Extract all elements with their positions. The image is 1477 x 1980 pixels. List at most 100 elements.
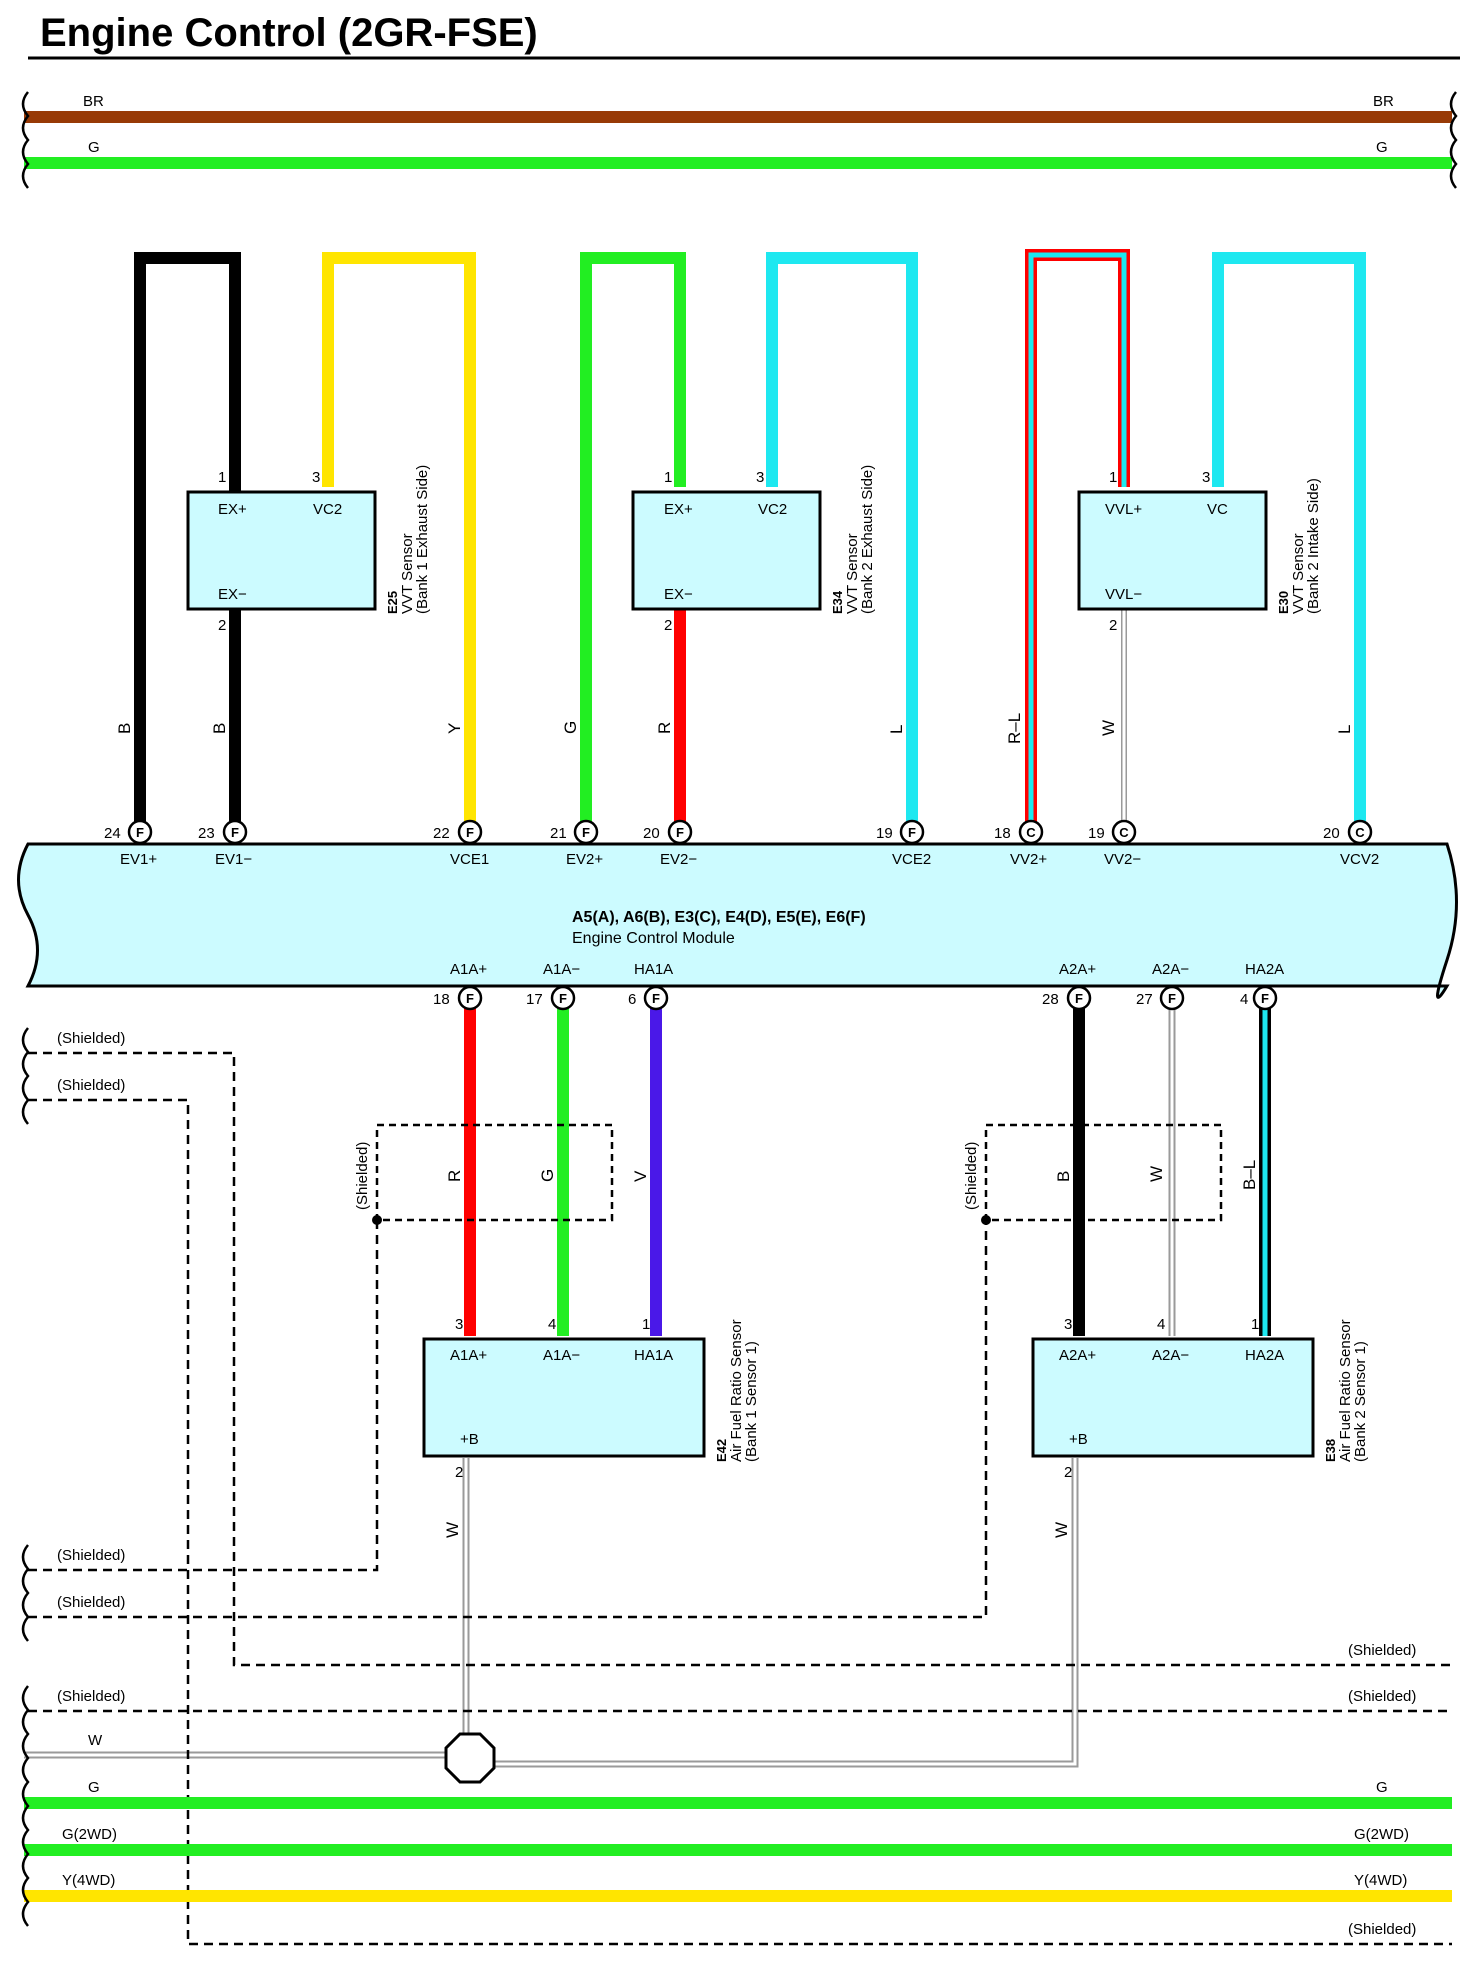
ecm-pin-a2a-minus: F 27 A2A− (1136, 961, 1189, 1011)
connector-letter: F (1261, 991, 1269, 1006)
pin-number: 20 (643, 825, 660, 842)
vv2-plus-wire-core (1028, 252, 1127, 825)
lower-break-marks (21, 1027, 30, 1927)
sensor-name: Air Fuel Ratio Sensor (1337, 1319, 1354, 1462)
vvt-sensor-e34: EX+ VC2 EX− 1 3 2 E34 VVT Sensor (Bank 2… (631, 465, 876, 634)
pin-number: 1 (642, 1316, 650, 1333)
wire-tag-vv2-plus: R–L (1005, 713, 1024, 744)
left-break-mark (21, 91, 30, 189)
upper-wires (134, 249, 1366, 825)
plus-b-wires: W W W (24, 1458, 1079, 1784)
ecm-pin-vv2-minus: C 19 VV2− (1088, 819, 1141, 868)
pin-label: HA2A (1245, 961, 1284, 978)
pin-label: EV1+ (120, 851, 157, 868)
sensor-box (1031, 1337, 1315, 1458)
pin-number: 1 (1251, 1316, 1259, 1333)
lower-wire-tags: R G V B W B–L (445, 1160, 1259, 1190)
pin-number: 18 (433, 991, 450, 1008)
wire-tag-a1a-plus: R (445, 1170, 464, 1182)
pin-number: 3 (312, 469, 320, 486)
sensor-code: E38 (1323, 1439, 1338, 1462)
ecm-pin-a1a-minus: F 17 A1A− (526, 961, 580, 1011)
pin-number: 23 (198, 825, 215, 842)
pin-label: VC2 (758, 501, 787, 518)
ecm-top-pins: F 24 EV1+ F 23 EV1− F 22 VCE1 F 21 EV2+ … (104, 819, 1379, 868)
ecm-name: Engine Control Module (572, 930, 735, 947)
shield-box-bank1 (375, 1123, 614, 1222)
ecm-pin-vce2: F 19 VCE2 (876, 819, 931, 868)
shielded-label: (Shielded) (57, 1688, 125, 1705)
connector-letter: C (1119, 825, 1129, 840)
br-bus-right-label: BR (1373, 93, 1394, 110)
g2wd-left-label: G(2WD) (62, 1826, 117, 1843)
pin-label: +B (460, 1431, 479, 1448)
pin-number: 2 (455, 1464, 463, 1481)
pin-label: HA2A (1245, 1347, 1284, 1364)
pin-label: EV2− (660, 851, 697, 868)
g-bus-left-label: G (88, 139, 100, 156)
pin-number: 22 (433, 825, 450, 842)
pin-number: 1 (218, 469, 226, 486)
vce2-wire (766, 252, 918, 825)
g2wd-right-label: G(2WD) (1354, 1826, 1409, 1843)
pin-label: EV2+ (566, 851, 603, 868)
g-right-label: G (1376, 1779, 1388, 1796)
diagram-title: Engine Control (2GR-FSE) (40, 11, 538, 55)
ecm-pin-ha1a: F 6 HA1A (628, 961, 673, 1011)
sensor-code: E25 (385, 591, 400, 614)
shield-label-bank1: (Shielded) (354, 1142, 371, 1210)
g-bus-right-label: G (1376, 139, 1388, 156)
ecm-body (17, 842, 1458, 999)
connector-letter: F (676, 825, 684, 840)
pin-label: VV2− (1104, 851, 1141, 868)
sensor-name: VVT Sensor (1290, 533, 1307, 614)
pin-number: 6 (628, 991, 636, 1008)
vvt-sensor-e30: VVL+ VC VVL− 1 3 2 E30 VVT Sensor (Bank … (1077, 469, 1322, 634)
ecm-pin-ha2a: F 4 HA2A (1240, 961, 1284, 1011)
af-sensor-e42: A1A+ A1A− HA1A +B 3 4 1 2 E42 Air Fuel R… (422, 1316, 760, 1481)
pin-label: VCE2 (892, 851, 931, 868)
pin-number: 20 (1323, 825, 1340, 842)
pin-number: 3 (1202, 469, 1210, 486)
pin-label: A2A− (1152, 1347, 1189, 1364)
connector-letter: F (908, 825, 916, 840)
pin-number: 3 (756, 469, 764, 486)
shield-label-bank2: (Shielded) (963, 1142, 980, 1210)
wire-tag-ha2a: B–L (1240, 1160, 1259, 1190)
pin-number: 3 (1064, 1316, 1072, 1333)
pin-label: +B (1069, 1431, 1088, 1448)
shielded-cable-2 (28, 1098, 1452, 1946)
vvt-sensor-e25: EX+ VC2 EX− 1 3 2 E25 VVT Sensor (Bank 1… (186, 465, 431, 634)
y4wd-right-label: Y(4WD) (1354, 1872, 1407, 1889)
pin-number: 18 (994, 825, 1011, 842)
pin-number: 1 (1109, 469, 1117, 486)
pin-label: EV1− (215, 851, 252, 868)
pin-number: 2 (218, 617, 226, 634)
wire-tag-e38-plus-b: W (1052, 1522, 1071, 1538)
sensor-subtitle: (Bank 2 Exhaust Side) (859, 465, 876, 614)
wire-tag-a2a-minus: W (1147, 1166, 1166, 1182)
ev2-plus-wire (580, 252, 686, 825)
sensor-name: VVT Sensor (844, 533, 861, 614)
pin-label: EX− (218, 586, 247, 603)
shielded-label: (Shielded) (1348, 1921, 1416, 1938)
shielded-cables (28, 1051, 1452, 1946)
pin-number: 19 (876, 825, 893, 842)
pin-label: VVL+ (1105, 501, 1142, 518)
y4wd-left-label: Y(4WD) (62, 1872, 115, 1889)
ecm-pin-ev2-minus: F 20 EV2− (643, 819, 697, 868)
pin-label: HA1A (634, 1347, 673, 1364)
shielded-label: (Shielded) (1348, 1642, 1416, 1659)
engine-control-module: A5(A), A6(B), E3(C), E4(D), E5(E), E6(F)… (17, 842, 1458, 999)
ecm-pin-a2a-plus: F 28 A2A+ (1042, 961, 1096, 1011)
sensor-box (422, 1337, 706, 1458)
sensor-subtitle: (Bank 2 Intake Side) (1305, 478, 1322, 614)
shielded-labels: (Shielded) (Shielded) (Shielded) (Shield… (57, 1030, 1416, 1938)
pin-number: 2 (1064, 1464, 1072, 1481)
pin-label: A1A− (543, 961, 580, 978)
pin-label: EX− (664, 586, 693, 603)
ecm-connector-codes: A5(A), A6(B), E3(C), E4(D), E5(E), E6(F) (572, 909, 866, 926)
sensor-code: E30 (1276, 591, 1291, 614)
wire-tag-vv2-minus: W (1099, 720, 1118, 736)
